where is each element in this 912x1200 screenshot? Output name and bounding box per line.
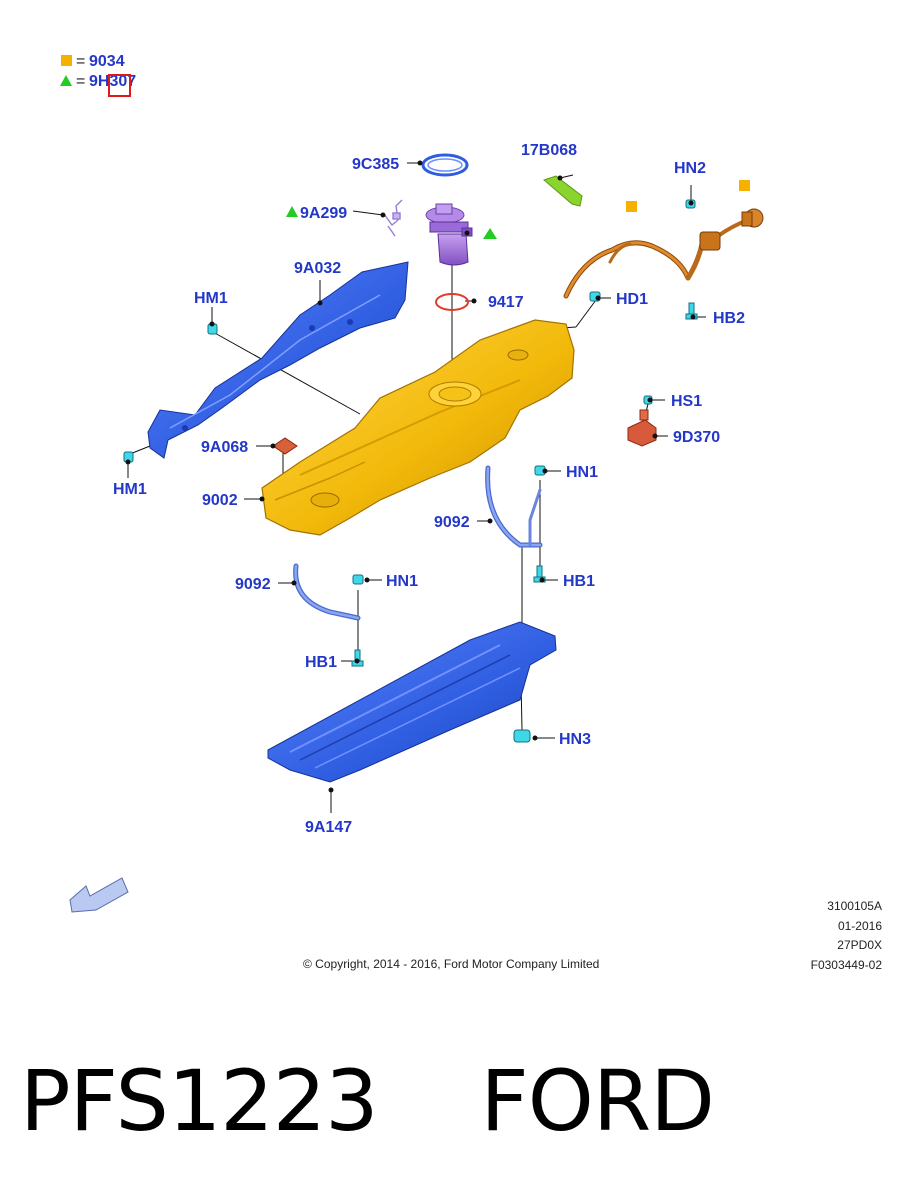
callout-9417: 9417 [488,294,524,311]
heat-shield-part [147,261,409,459]
filler-neck-part [699,208,764,251]
direction-arrow-icon [69,877,129,913]
callout-hn3: HN3 [559,731,591,748]
callout-9d370: 9D370 [673,429,720,446]
callout-9a299: 9A299 [300,205,347,222]
callout-hn2: HN2 [674,160,706,177]
legend-eq: = [76,73,85,90]
nut-icon [513,729,531,743]
legend-code: 9034 [89,53,125,70]
callout-hb1-left: HB1 [305,654,337,671]
callout-17b068: 17B068 [521,142,577,159]
callout-9a068: 9A068 [201,439,248,456]
drawing-date: 01-2016 [837,918,882,933]
orange-square-marker-icon [626,201,637,212]
callout-9092-left: 9092 [235,576,271,593]
skid-plate-part [267,621,557,783]
part-number-footer: PFS1223 FORD [20,1052,715,1150]
insulator-pad-part [272,437,298,455]
green-triangle-marker-icon [483,228,497,239]
orange-square-marker-icon [739,180,750,191]
exploded-parts-diagram: = 9034 = 9H307 [60,53,764,913]
legend-triangle-icon [60,75,72,86]
callout-hm1-top: HM1 [194,290,228,307]
highlight-box [108,74,131,97]
callout-hm1-bottom: HM1 [113,481,147,498]
legend-code: 9H307 [89,73,136,90]
callout-hb2: HB2 [713,310,745,327]
seal-ring-part [435,293,469,311]
wire-harness-part [383,199,403,237]
callout-hb1-right: HB1 [563,573,595,590]
drawing-ref: F0303449-02 [810,957,882,972]
legend: = 9034 = 9H307 [60,53,136,97]
callout-labels: 9C385 17B068 HN2 9A299 9A032 HM1 9417 HD… [113,142,745,836]
clip-icon [352,574,364,585]
green-triangle-marker-icon [286,206,298,217]
copyright-notice: © Copyright, 2014 - 2016, Ford Motor Com… [303,957,600,971]
tank-strap-part [485,465,543,548]
legend-square-icon [61,55,72,66]
sensor-module-part [627,409,657,447]
callout-hd1: HD1 [616,291,648,308]
callout-dots [125,160,696,793]
callout-9a032: 9A032 [294,260,341,277]
fuel-tank-part [261,319,575,536]
drawing-info: 3100105A 01-2016 27PD0X F0303449-02 [782,897,882,975]
callout-9c385: 9C385 [352,156,399,173]
callout-9092-right: 9092 [434,514,470,531]
legend-eq: = [76,53,85,70]
filler-pipe-part [563,218,750,299]
callout-9002: 9002 [202,492,238,509]
lock-ring-part [421,153,469,177]
drawing-code: 3100105A [827,899,882,913]
bolt-icon [351,649,364,667]
green-bracket-part [543,175,583,207]
callout-hn1-left: HN1 [386,573,418,590]
callout-hs1: HS1 [671,393,702,410]
tank-strap-part [293,563,361,621]
callout-9a147: 9A147 [305,819,352,836]
fuel-pump-module-part [425,203,473,266]
callout-hn1-right: HN1 [566,464,598,481]
drawing-model: 27PD0X [837,938,882,952]
